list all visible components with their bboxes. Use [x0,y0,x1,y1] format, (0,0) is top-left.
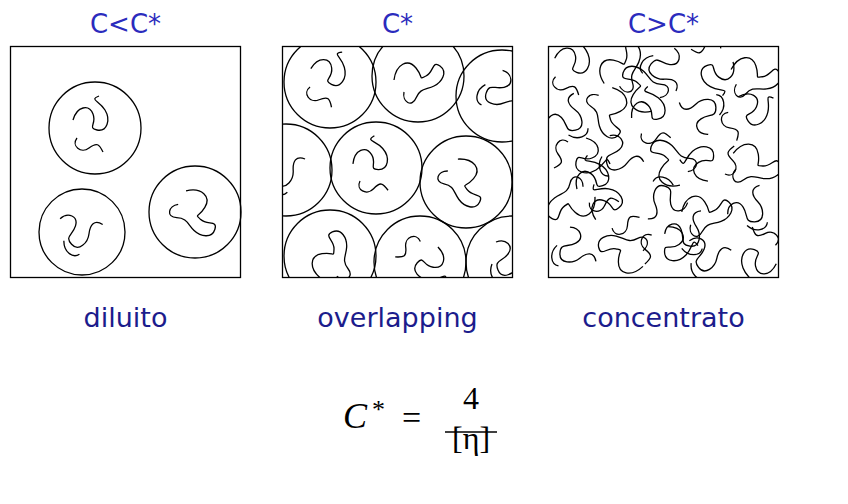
entangled-chains [548,46,778,277]
regime-caption: concentrato [528,302,799,334]
concentration-panel: C<C*diluito [10,8,241,338]
panel-frame [549,47,779,278]
formula-numerator: 4 [463,382,479,414]
formula-denominator: [η] [452,422,490,454]
formula-symbol: C [343,398,367,434]
regime-condition: C* [282,8,513,40]
regime-caption: overlapping [262,302,533,334]
coil-sphere-packing [282,46,512,277]
formula-operator: = [402,401,421,435]
concentration-panel: C>C*concentrato [548,8,779,338]
regime-condition: C>C* [548,8,779,40]
panel-frame [11,47,241,278]
regime-caption: diluito [0,302,261,334]
formula-superscript: * [372,397,385,423]
panel-frame [283,47,513,278]
concentration-panel: C*overlapping [282,8,513,338]
regime-condition: C<C* [10,8,241,40]
coil-sphere [39,82,241,275]
